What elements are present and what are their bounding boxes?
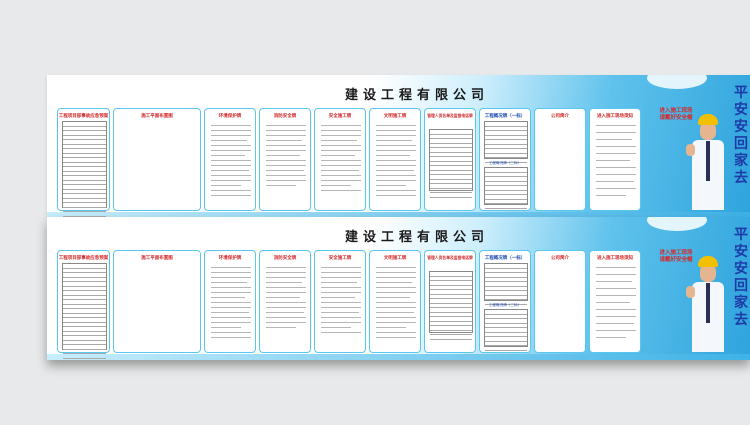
company-title: 建设工程有限公司 [344, 88, 489, 103]
safety-notice-line: 进入施工现场 [659, 108, 693, 114]
table [484, 121, 528, 163]
signboard-bottom: 建设工程有限公司 工程项目部事故应急预案 施工平面布置图 环境保护牌 消防安全牌 [47, 217, 750, 360]
panel-civilized-construction: 文明施工牌 [369, 250, 421, 353]
slogan: 平 安 安 回 家 去 [732, 85, 750, 187]
table [484, 263, 528, 305]
slogan-char: 平 [734, 227, 748, 243]
panel-title: 进入施工现场须知 [597, 114, 633, 119]
slogan: 平 安 安 回 家 去 [732, 227, 750, 329]
panel-title: 工程概况牌（一标） [484, 114, 526, 119]
slogan-char: 平 [734, 85, 748, 101]
signboard-top: 建设工程有限公司 工程项目部事故应急预案 施工平面布置图 环境保护牌 消防安全牌 [47, 75, 750, 218]
worker-figure [686, 256, 728, 352]
panel-title: 工程项目部事故应急预案 [58, 256, 109, 261]
panel-title: 文明施工牌 [383, 114, 407, 119]
panel-safe-construction: 安全施工牌 [314, 108, 366, 211]
slogan-char: 安 [734, 261, 748, 277]
panel-environment: 环境保护牌 [204, 250, 256, 353]
slogan-char: 安 [734, 102, 748, 118]
safety-notice: 进入施工现场 请戴好安全帽 [646, 108, 706, 122]
table [62, 263, 107, 359]
bottom-bar [47, 354, 750, 360]
panel-company-profile: 公司简介 [534, 108, 586, 211]
panel-environment: 环境保护牌 [204, 108, 256, 211]
panel-emergency-plan: 工程项目部事故应急预案 [57, 108, 110, 217]
safety-notice: 进入施工现场 请戴好安全帽 [646, 250, 706, 264]
safety-notice-line: 请戴好安全帽 [659, 257, 693, 263]
safety-notice-line: 进入施工现场 [659, 250, 693, 256]
table [429, 271, 473, 340]
panel-title: 工程概况牌（一标） [484, 256, 526, 261]
panel-site-layout: 施工平面布置图 [113, 250, 201, 353]
panel-title: 公司简介 [551, 114, 569, 119]
panel-company-profile: 公司简介 [534, 250, 586, 353]
panel-title: 环境保护牌 [218, 256, 242, 261]
panel-subtitle: 工程概况牌（二标） [488, 303, 522, 307]
slogan-char: 去 [734, 170, 748, 186]
panel-title: 施工平面布置图 [141, 114, 173, 119]
helmet-icon [698, 256, 718, 267]
panel-project-overview: 工程概况牌（一标） 工程概况牌（二标） [479, 108, 531, 211]
slogan-char: 家 [734, 153, 748, 169]
panel-title: 公司简介 [551, 256, 569, 261]
panel-title: 进入施工现场须知 [597, 256, 633, 261]
panel-site-layout: 施工平面布置图 [113, 108, 201, 211]
panel-project-overview: 工程概况牌（一标） 工程概况牌（二标） [479, 250, 531, 353]
panel-site-notice: 进入施工现场须知 [589, 108, 641, 211]
panel-title: 安全施工牌 [328, 114, 352, 119]
worker-figure [686, 114, 728, 210]
safety-notice-line: 请戴好安全帽 [659, 115, 693, 121]
panel-fire-safety: 消防安全牌 [259, 108, 311, 211]
table [484, 309, 528, 351]
slogan-char: 回 [734, 136, 748, 152]
panel-emergency-plan: 工程项目部事故应急预案 [57, 250, 110, 359]
panel-title: 消防安全牌 [273, 114, 297, 119]
panel-site-notice: 进入施工现场须知 [589, 250, 641, 353]
slogan-char: 回 [734, 278, 748, 294]
panel-title: 管理人员名单及监督电话牌 [427, 113, 473, 118]
slogan-char: 安 [734, 119, 748, 135]
slogan-char: 去 [734, 312, 748, 328]
panel-title: 消防安全牌 [273, 256, 297, 261]
panel-title: 环境保护牌 [218, 114, 242, 119]
panel-title: 安全施工牌 [328, 256, 352, 261]
bottom-bar [47, 212, 750, 218]
panel-staff-list: 管理人员名单及监督电话牌 [424, 250, 476, 353]
helmet-icon [698, 114, 718, 125]
panel-title: 管理人员名单及监督电话牌 [427, 255, 473, 260]
panel-fire-safety: 消防安全牌 [259, 250, 311, 353]
panel-safe-construction: 安全施工牌 [314, 250, 366, 353]
table [484, 167, 528, 209]
slogan-char: 安 [734, 244, 748, 260]
company-title: 建设工程有限公司 [344, 230, 489, 245]
table [62, 121, 107, 217]
slogan-char: 家 [734, 295, 748, 311]
panel-title: 施工平面布置图 [141, 256, 173, 261]
table [429, 129, 473, 198]
panel-title: 文明施工牌 [383, 256, 407, 261]
panel-civilized-construction: 文明施工牌 [369, 108, 421, 211]
panel-staff-list: 管理人员名单及监督电话牌 [424, 108, 476, 211]
panel-subtitle: 工程概况牌（二标） [488, 161, 522, 165]
panel-title: 工程项目部事故应急预案 [58, 114, 109, 119]
